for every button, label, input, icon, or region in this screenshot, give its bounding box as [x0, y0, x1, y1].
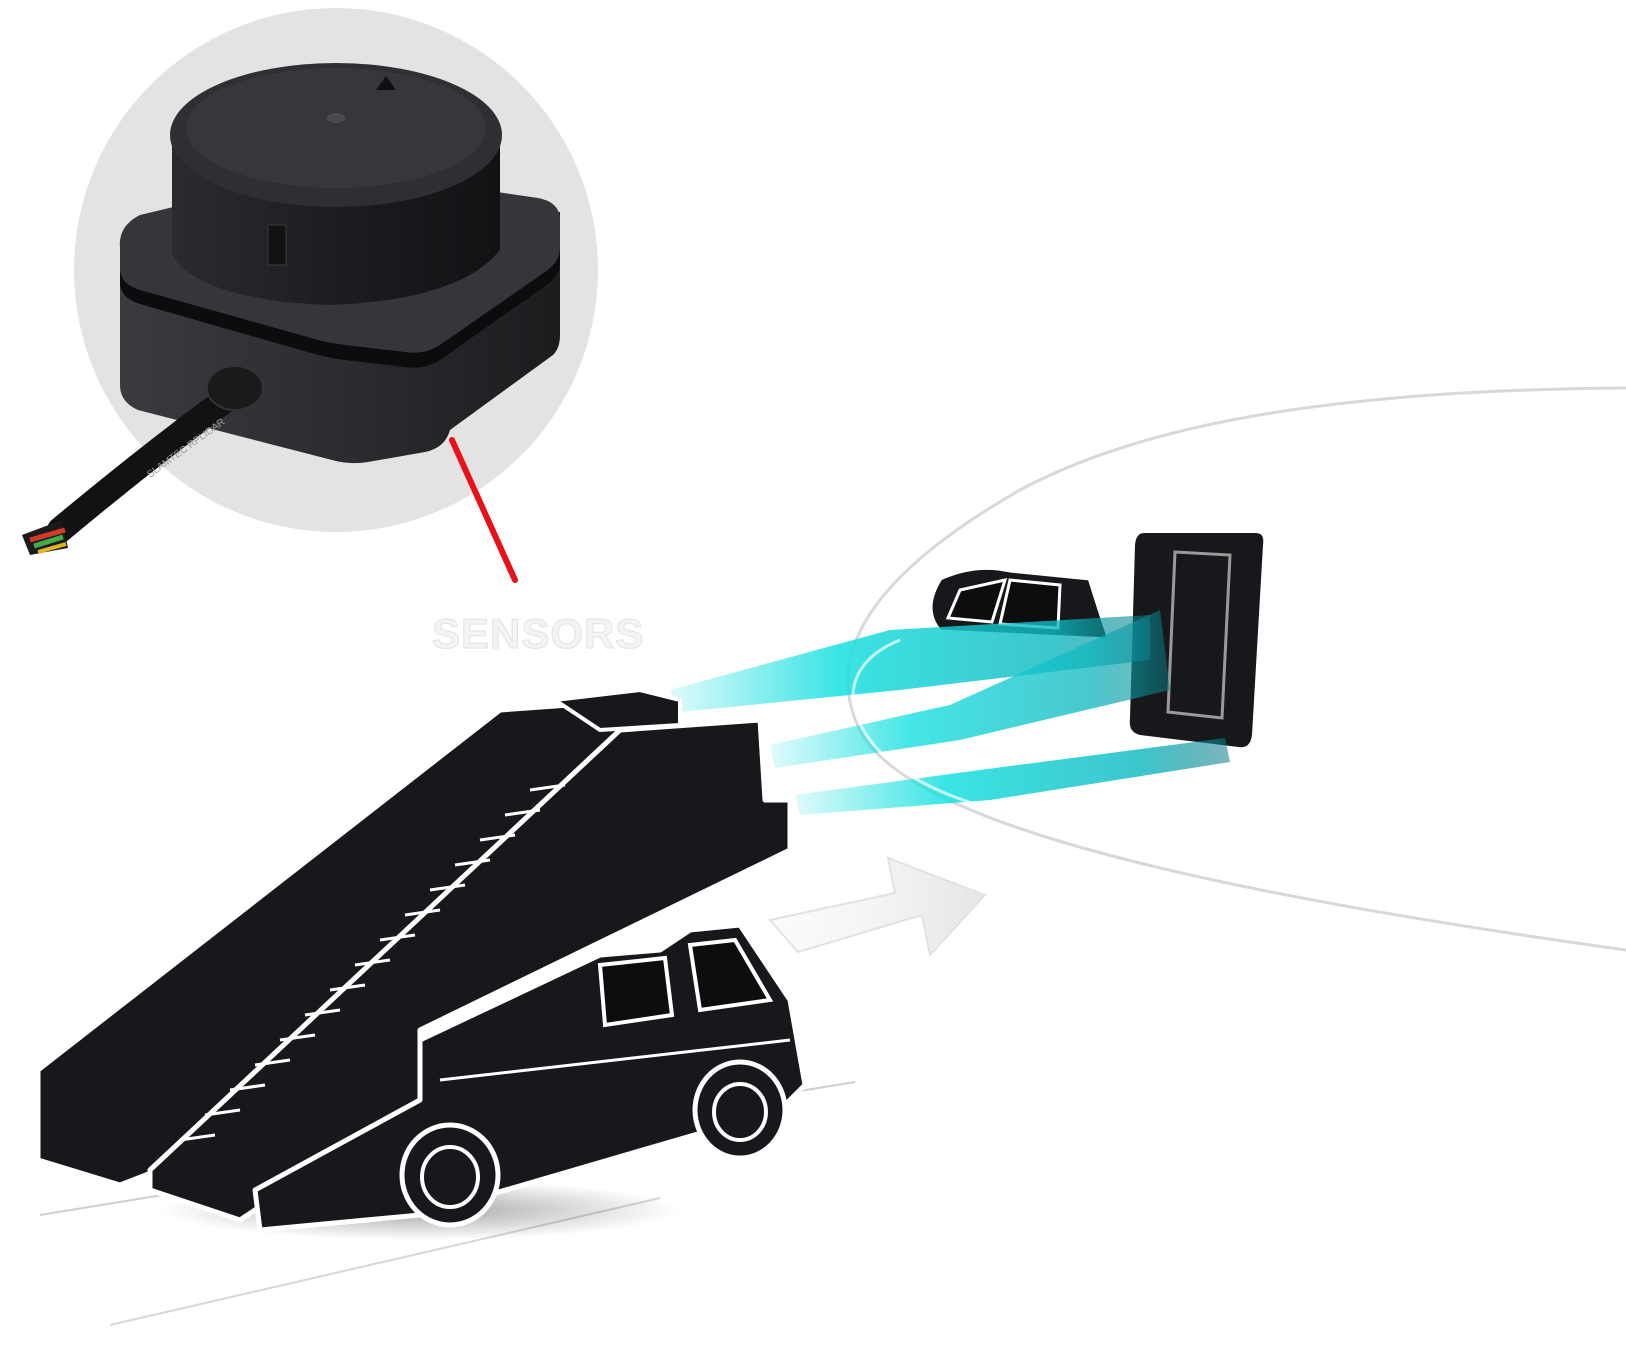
aircraft-door [1123, 527, 1270, 754]
cable-grommet [206, 365, 264, 411]
rear-wheel [399, 1122, 501, 1228]
pointer-line [449, 437, 518, 583]
direction-triangle-icon [376, 76, 396, 90]
scan-ring [846, 386, 1626, 952]
scan-beam-middle [770, 610, 1170, 768]
direction-arrow [768, 856, 987, 958]
sensors-label: SENSORS [432, 610, 644, 657]
wire-red [29, 527, 66, 543]
door-frame-inner [1166, 550, 1232, 720]
stair-steps [179, 783, 566, 1142]
scan-beam-upper [670, 615, 1150, 712]
front-wheel [692, 1059, 788, 1161]
sensor-callout: SLAMTEC RPLIDAR [22, 8, 598, 555]
scan-beams [670, 610, 1230, 822]
sensor-cable [47, 382, 245, 543]
truck-cab-window [687, 937, 774, 1013]
stairs-right-rail [147, 717, 793, 1223]
stairs-top-platform [549, 687, 682, 733]
cockpit-window-1 [945, 577, 1008, 624]
sensor-cap-top-highlight [186, 68, 486, 188]
wire-yellow [37, 542, 67, 554]
truck-side-line [439, 1038, 791, 1082]
wire-green [33, 534, 64, 549]
boarding-stairs-truck [35, 687, 808, 1240]
sensor-cap-center-dot [327, 113, 345, 123]
scan-ring-highlight [851, 638, 1041, 822]
sensor-window [267, 224, 287, 266]
truck-side-window [597, 955, 675, 1028]
scan-beam-lower [795, 738, 1230, 815]
